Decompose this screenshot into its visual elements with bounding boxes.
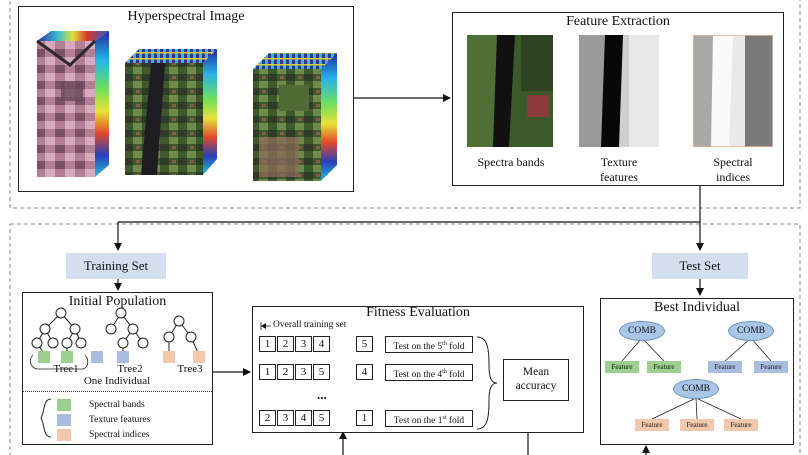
comb-node: COMB (619, 321, 665, 341)
feature-leaf-indices: Feature (724, 419, 758, 431)
spectral-indices-image (693, 35, 773, 147)
fold-cell: 3 (295, 364, 312, 380)
spectra-bands-image (467, 35, 553, 147)
tree1-label: Tree1 (53, 363, 79, 375)
tree2-label: Tree2 (117, 363, 143, 375)
fold-cell: 3 (277, 410, 294, 426)
hyperspectral-title: Hyperspectral Image (127, 9, 245, 24)
fold-cell: 3 (295, 336, 312, 352)
best-individual-panel: Best Individual COMB COMB COMB Feature F… (600, 298, 794, 445)
test-label-row2: Test on the 4th fold (385, 364, 473, 381)
hyperspectral-panel: Hyperspectral Image (18, 6, 354, 192)
fold-cell: 1 (259, 364, 276, 380)
fitness-evaluation-panel: Fitness Evaluation Overall training set … (252, 305, 584, 433)
fold-cell: 2 (259, 410, 276, 426)
overall-training-label: Overall training set (271, 320, 349, 331)
texture-features-image (579, 35, 659, 147)
legend-swatch-spectral-indices (57, 429, 71, 441)
mean-accuracy-box: Mean accuracy (503, 359, 569, 401)
feature-leaf-indices: Feature (635, 419, 669, 431)
fitness-brace (476, 336, 498, 430)
fold-cell: 5 (313, 364, 330, 380)
test-label-row3: Test on the 1st fold (385, 410, 473, 427)
training-set-label: Training Set (66, 253, 166, 279)
comb-node: COMB (673, 379, 719, 399)
best-individual-title: Best Individual (654, 300, 740, 315)
best-individual-tree-lines (621, 337, 772, 420)
fold-cell: 2 (277, 336, 294, 352)
legend-divider (23, 391, 212, 392)
feature-extraction-panel: Feature Extraction Spectra bands Texture… (452, 12, 784, 186)
fold-cell: 1 (259, 336, 276, 352)
top-dashed-frame (9, 0, 801, 209)
fold-cell: 5 (313, 410, 330, 426)
spectral-indices-label: Spectral indices (713, 155, 753, 184)
test-fold-cell: 4 (356, 364, 373, 380)
spectra-bands-label: Spectra bands (477, 155, 545, 169)
feature-leaf-indices: Feature (680, 419, 714, 431)
legend-spectral-bands: Spectral bands (89, 400, 145, 410)
bottom-dashed-frame (9, 223, 801, 455)
ellipsis: ... (317, 387, 327, 402)
feature-extraction-title: Feature Extraction (566, 14, 670, 29)
test-fold-cell: 1 (356, 410, 373, 426)
legend-texture-features: Texture features (89, 415, 151, 425)
legend-bracket (40, 398, 52, 438)
initial-population-title: Initial Population (68, 294, 167, 309)
comb-node: COMB (728, 321, 774, 341)
one-individual-label: One Individual (83, 375, 151, 387)
test-fold-cell: 5 (356, 336, 373, 352)
legend-swatch-spectral-bands (57, 399, 71, 411)
fold-cell: 2 (277, 364, 294, 380)
test-set-label: Test Set (652, 253, 748, 279)
hyperspectral-cubes-image (36, 31, 337, 181)
legend-swatch-texture-features (57, 414, 71, 426)
tree-diagrams (29, 307, 205, 370)
fold-cell: 4 (295, 410, 312, 426)
tree3-label: Tree3 (177, 363, 203, 375)
legend-spectral-indices: Spectral indices (89, 430, 150, 440)
feature-leaf-texture: Feature (754, 361, 788, 373)
fitness-evaluation-title: Fitness Evaluation (366, 305, 470, 320)
feature-leaf-spectral: Feature (605, 361, 639, 373)
test-label-row1: Test on the 5th fold (385, 336, 473, 353)
texture-features-label: Texture features (600, 155, 638, 184)
fold-cell: 4 (313, 336, 330, 352)
feature-leaf-texture: Feature (708, 361, 742, 373)
initial-population-panel: Initial Population Tree1 Tree2 Tree3 (22, 292, 213, 445)
feature-leaf-spectral: Feature (647, 361, 681, 373)
